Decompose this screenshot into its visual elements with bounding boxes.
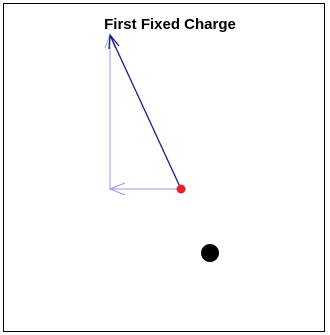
arrow-left-icon — [108, 182, 126, 196]
horizontal-component-vector — [108, 182, 181, 196]
resultant-line — [109, 34, 182, 190]
arrow-up-left-icon — [108, 33, 120, 50]
red-dot-icon — [176, 184, 186, 194]
vertical-component-vector — [104, 33, 116, 189]
diagram-frame — [3, 3, 325, 332]
diagram-title: First Fixed Charge — [104, 16, 236, 33]
resultant-vector — [108, 33, 182, 190]
black-dot-icon — [201, 244, 219, 262]
